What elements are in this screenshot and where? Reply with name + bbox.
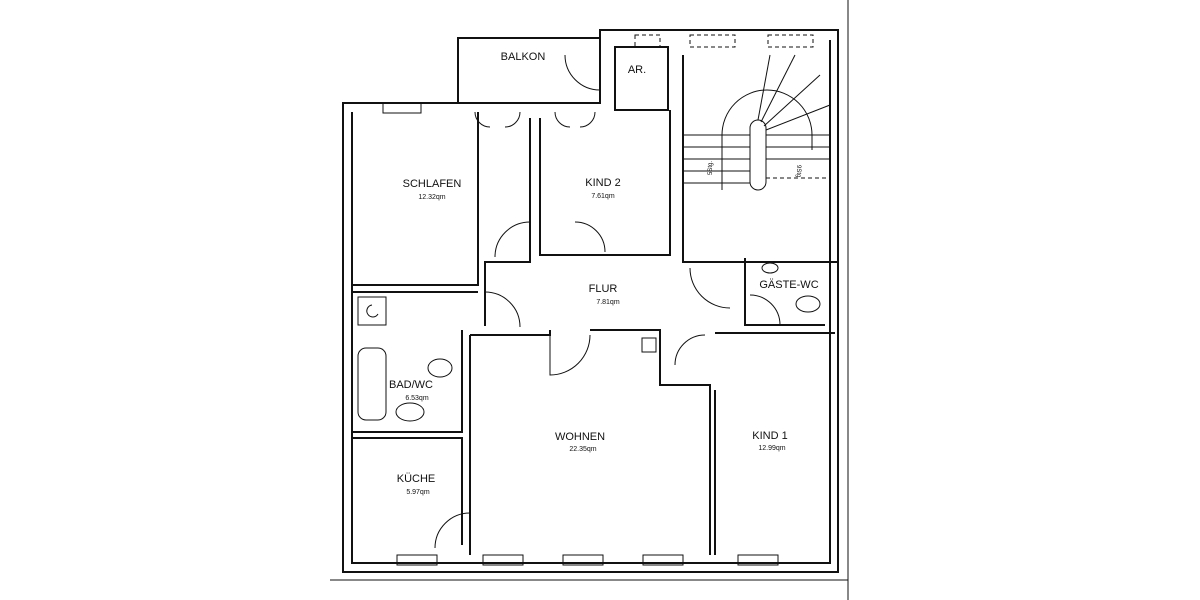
svg-text:5.97qm: 5.97qm <box>406 489 430 496</box>
stair-label-a: 5Stg. <box>708 161 714 175</box>
room-wohnen: WOHNEN 22.35qm <box>555 431 605 453</box>
svg-text:22.35qm: 22.35qm <box>569 446 596 453</box>
svg-text:KIND 1: KIND 1 <box>752 430 787 442</box>
room-ar-walls <box>614 46 669 111</box>
svg-text:KIND 2: KIND 2 <box>585 177 620 189</box>
room-kueche: KÜCHE 5.97qm <box>397 473 436 496</box>
svg-text:GÄSTE-WC: GÄSTE-WC <box>759 279 818 291</box>
toilet-icon <box>795 295 821 313</box>
stair-label-b: 9Stg. <box>795 165 801 179</box>
toilet-icon <box>427 358 453 378</box>
shaft-icon <box>641 337 657 353</box>
room-kind1: KIND 1 12.99qm <box>752 430 787 452</box>
svg-text:12.32qm: 12.32qm <box>418 194 445 201</box>
svg-text:KÜCHE: KÜCHE <box>397 473 436 485</box>
room-gaeste-wc: GÄSTE-WC <box>759 279 818 291</box>
room-balkon: BALKON <box>501 51 546 63</box>
room-flur: FLUR 7.81qm <box>589 283 620 306</box>
svg-text:12.99qm: 12.99qm <box>758 445 785 452</box>
room-schlafen: SCHLAFEN 12.32qm <box>403 178 462 201</box>
room-ar: AR. <box>628 64 646 76</box>
sink-icon <box>395 402 425 422</box>
svg-text:FLUR: FLUR <box>589 283 618 295</box>
staircase <box>682 54 838 263</box>
washer-icon <box>357 296 387 326</box>
svg-text:BALKON: BALKON <box>501 51 546 63</box>
svg-text:7.81qm: 7.81qm <box>596 299 620 306</box>
svg-text:7.61qm: 7.61qm <box>591 193 615 200</box>
sink-icon <box>761 262 779 274</box>
svg-text:SCHLAFEN: SCHLAFEN <box>403 178 462 190</box>
svg-text:AR.: AR. <box>628 64 646 76</box>
room-kind2: KIND 2 7.61qm <box>585 177 620 200</box>
interior-walls <box>352 110 835 555</box>
room-bad-wc: BAD/WC 6.53qm <box>389 379 433 402</box>
svg-text:6.53qm: 6.53qm <box>405 395 429 402</box>
exterior-walls <box>330 0 849 600</box>
doors <box>434 111 781 549</box>
svg-text:BAD/WC: BAD/WC <box>389 379 433 391</box>
bathtub-icon <box>357 347 387 421</box>
fixtures <box>357 262 821 422</box>
room-balkon-walls <box>458 38 601 104</box>
svg-text:WOHNEN: WOHNEN <box>555 431 605 443</box>
